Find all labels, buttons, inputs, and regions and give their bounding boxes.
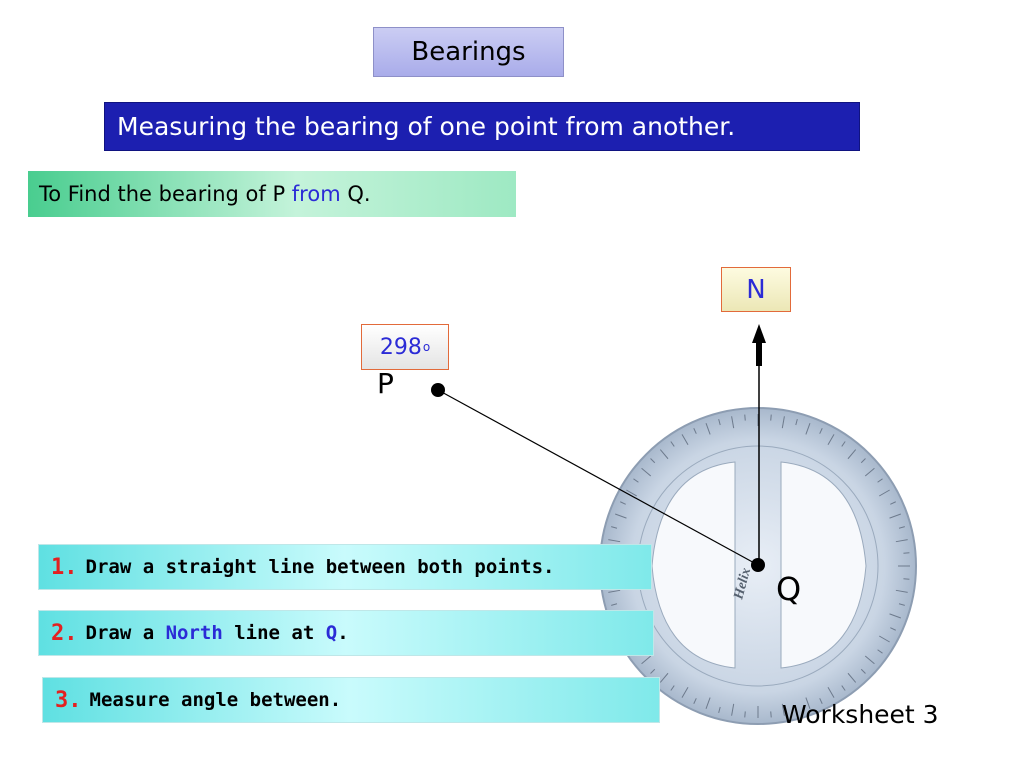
step-2-highlight-north: North	[165, 622, 223, 644]
step-1: 1. Draw a straight line between both poi…	[38, 544, 652, 590]
step-2-number: 2.	[51, 620, 78, 646]
protractor-tick	[805, 697, 811, 710]
protractor-right-slot	[780, 461, 867, 669]
protractor-tick	[611, 526, 618, 529]
protractor-tick	[718, 419, 721, 426]
north-arrow-head	[752, 324, 766, 343]
protractor-tick	[903, 578, 910, 580]
protractor-tick	[641, 655, 652, 665]
protractor-tick	[827, 686, 835, 698]
bearing-angle-value: 298	[379, 334, 422, 360]
protractor-tick	[620, 501, 626, 505]
protractor-tick	[650, 668, 656, 674]
protractor-tick	[681, 686, 689, 698]
protractor-tick	[744, 711, 746, 718]
protractor-tick	[744, 414, 746, 421]
line-p-to-q	[437, 389, 759, 566]
step-1-text: Draw a straight line between both points…	[85, 556, 555, 578]
point-q-label: Q	[776, 570, 802, 608]
worksheet-label: Worksheet 3	[782, 700, 939, 729]
protractor-tick	[641, 467, 652, 477]
protractor-tick	[611, 603, 618, 606]
protractor-tick	[681, 434, 689, 446]
protractor-tick	[903, 552, 910, 554]
protractor-tick	[693, 698, 697, 704]
step-2-highlight-q: Q	[325, 622, 338, 644]
north-label-text: N	[746, 274, 766, 305]
protractor-tick	[781, 703, 785, 716]
subtitle-banner: Measuring the bearing of one point from …	[104, 102, 860, 151]
protractor-tick	[731, 703, 735, 716]
protractor-tick	[877, 478, 883, 483]
protractor-tick	[860, 458, 866, 464]
protractor-tick	[805, 422, 811, 435]
protractor-tick	[608, 589, 621, 593]
protractor-tick	[864, 467, 875, 477]
step-2: 2. Draw a North line at Q .	[38, 610, 654, 656]
protractor-tick	[614, 513, 627, 519]
step-3-number: 3.	[55, 687, 82, 713]
subtitle-text: Measuring the bearing of one point from …	[117, 112, 736, 141]
protractor-tick	[608, 539, 621, 543]
task-prefix: To Find the bearing of P	[39, 182, 292, 206]
protractor-tick	[878, 489, 890, 497]
protractor-left-slot	[651, 461, 736, 669]
north-arrow-shaft	[756, 340, 762, 366]
protractor-tick	[890, 627, 896, 631]
step-2-text-after: .	[337, 622, 349, 644]
protractor-tick	[633, 478, 639, 483]
step-3-text: Measure angle between.	[89, 689, 342, 711]
task-suffix: Q.	[340, 182, 371, 206]
protractor-tick	[705, 697, 711, 710]
protractor-tick	[878, 635, 890, 643]
protractor-tick	[847, 449, 857, 460]
protractor-tick	[819, 698, 823, 704]
protractor-tick	[877, 649, 883, 654]
protractor-tick	[890, 501, 896, 505]
protractor-tick	[860, 668, 866, 674]
page-title-text: Bearings	[411, 37, 526, 67]
task-highlight-from: from	[291, 182, 341, 206]
protractor-tick	[659, 449, 669, 460]
protractor-tick	[670, 685, 675, 691]
step-1-number: 1.	[51, 554, 78, 580]
protractor-tick	[898, 603, 905, 606]
protractor-tick	[841, 685, 846, 691]
protractor-tick	[693, 428, 697, 434]
protractor-tick	[770, 414, 772, 421]
protractor-tick	[659, 672, 669, 683]
protractor-tick	[819, 428, 823, 434]
north-label: N	[721, 267, 791, 312]
point-q	[751, 558, 765, 572]
protractor-tick	[889, 513, 902, 519]
page-title: Bearings	[373, 27, 564, 77]
protractor-tick	[626, 489, 638, 497]
protractor-tick	[718, 706, 721, 713]
protractor-tick	[889, 613, 902, 619]
task-banner: To Find the bearing of P from Q.	[28, 171, 516, 217]
protractor-tick	[895, 589, 908, 593]
protractor-tick	[847, 672, 857, 683]
protractor-tick	[650, 458, 656, 464]
step-2-text-before: Draw a	[85, 622, 166, 644]
protractor-tick	[895, 539, 908, 543]
protractor-tick	[898, 526, 905, 529]
step-2-text-middle: line at	[222, 622, 326, 644]
step-3: 3. Measure angle between.	[42, 677, 660, 723]
protractor-tick	[795, 419, 798, 426]
protractor-tick	[864, 655, 875, 665]
protractor-tick	[731, 416, 735, 429]
degree-symbol: o	[422, 340, 431, 354]
point-p	[431, 383, 445, 397]
protractor-tick	[781, 416, 785, 429]
protractor-tick	[770, 711, 772, 718]
protractor-tick	[827, 434, 835, 446]
point-p-label: P	[377, 367, 394, 400]
protractor-tick	[795, 706, 798, 713]
protractor-tick	[705, 422, 711, 435]
protractor-tick	[841, 441, 846, 447]
protractor-tick	[670, 441, 675, 447]
